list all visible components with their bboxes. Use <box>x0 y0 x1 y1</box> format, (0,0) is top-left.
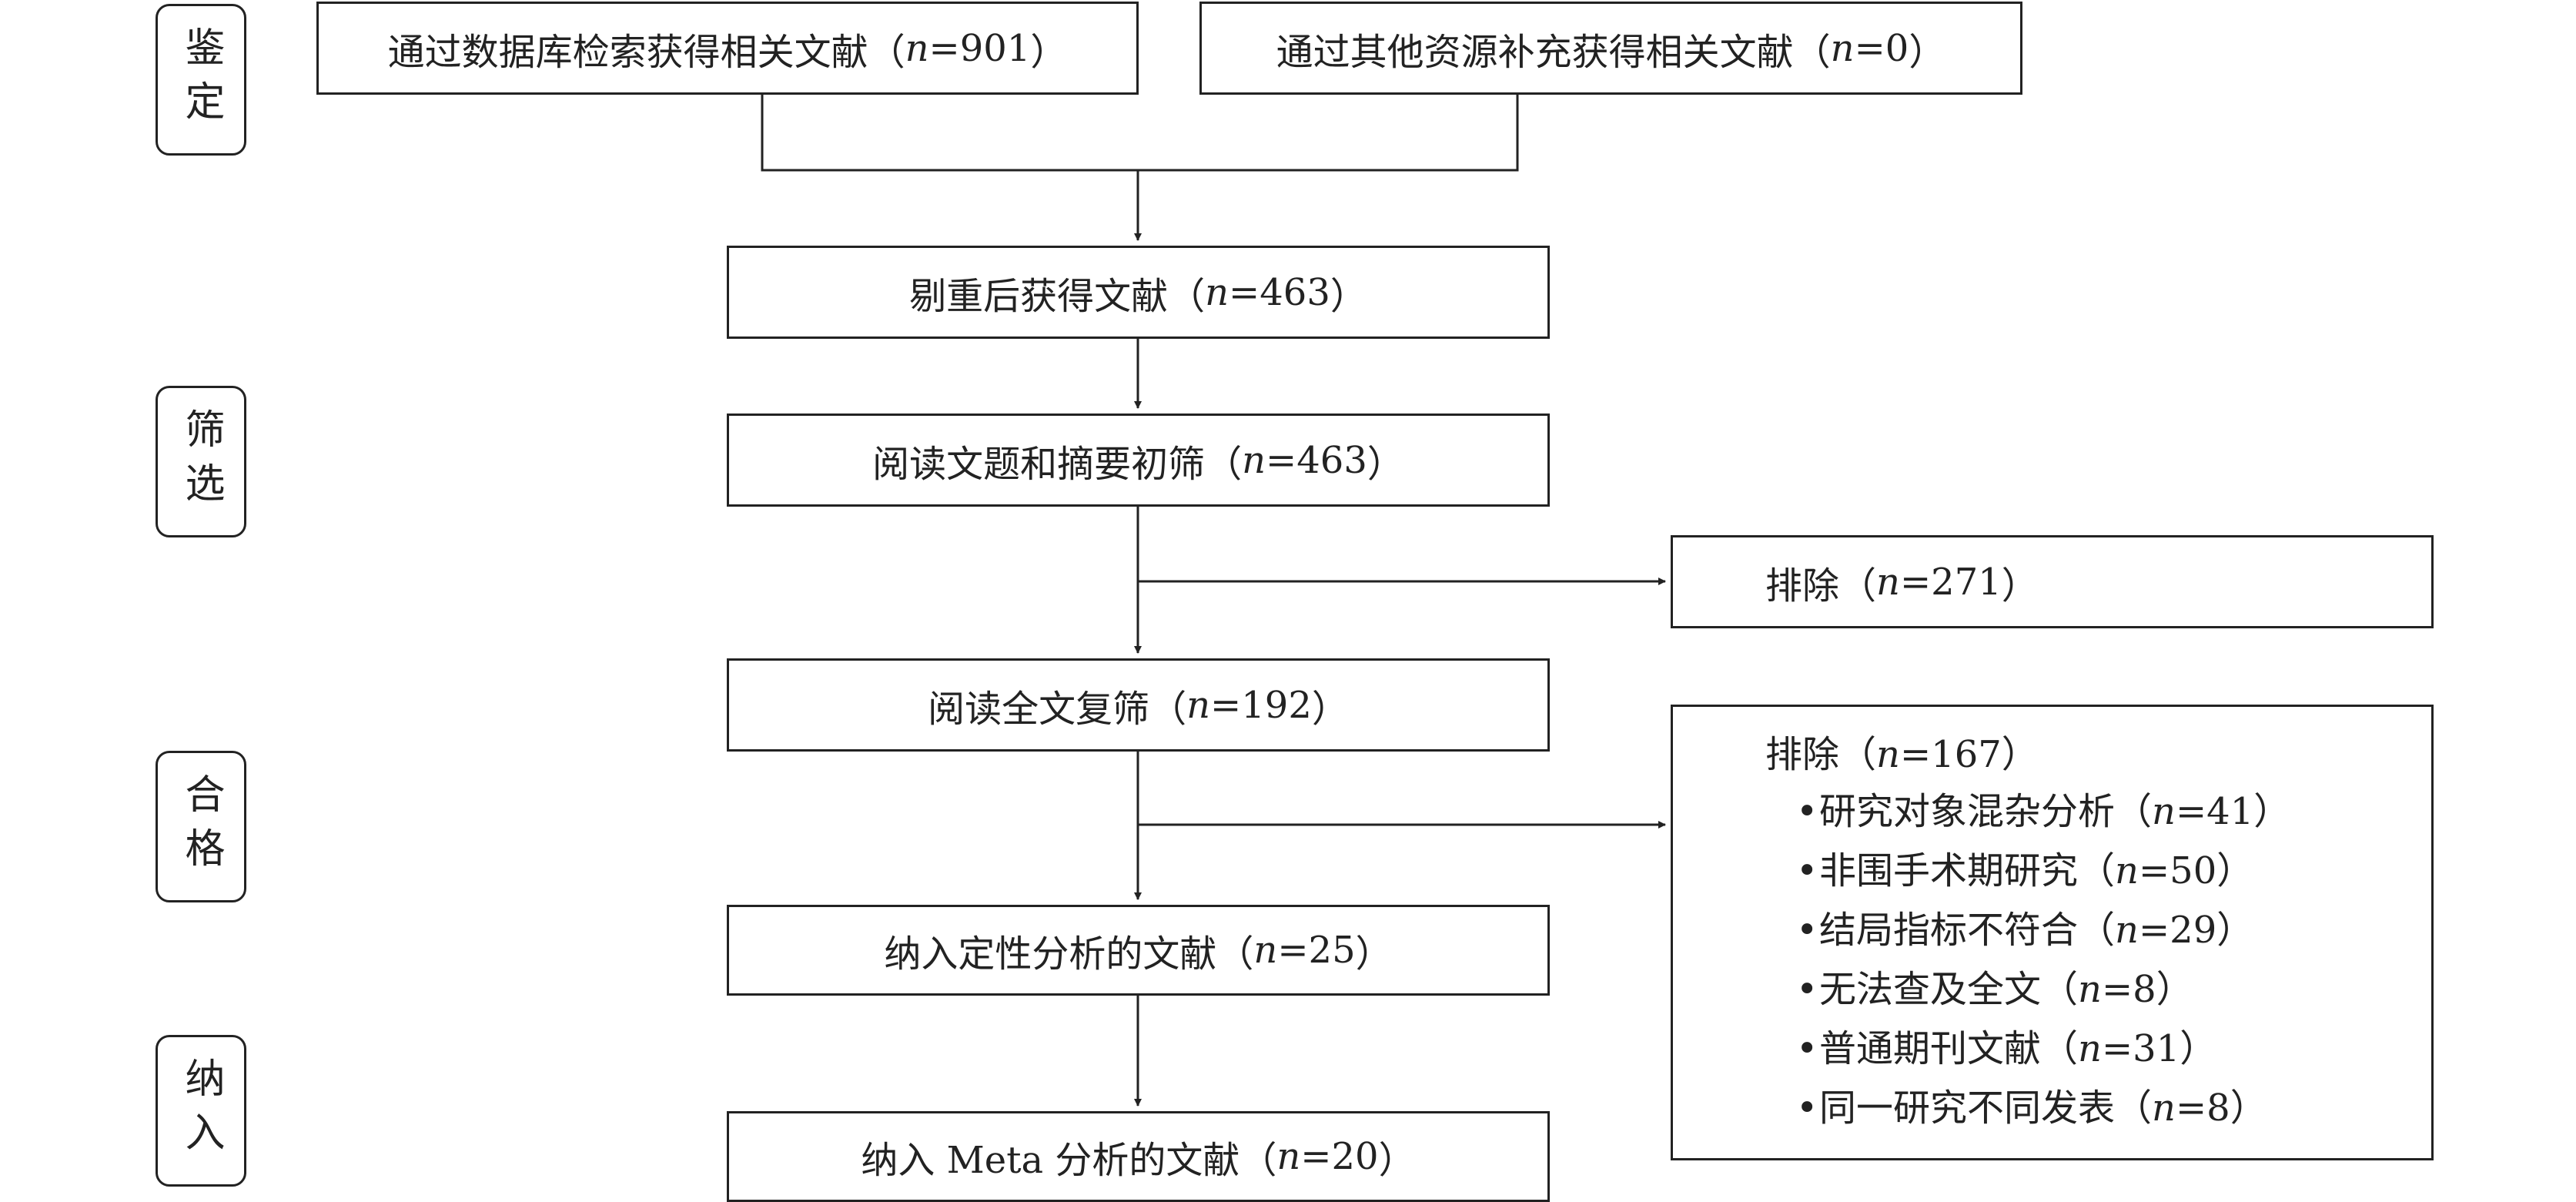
exclusion-reasons-list: 研究对象混杂分析（n=41） 非围手术期研究（n=50） 结局指标不符合（n=2… <box>1796 782 2290 1138</box>
stage-inclusion: 纳入 <box>156 1035 246 1187</box>
database-records-box: 通过数据库检索获得相关文献（n=901） <box>316 2 1139 95</box>
deduplicated-box: 剔重后获得文献（n=463） <box>727 246 1550 339</box>
stage-identification: 鉴定 <box>156 4 246 156</box>
stage-eligibility: 合格 <box>156 751 246 902</box>
exclusion-box-1: 排除（n=271） <box>1671 535 2434 628</box>
list-item: 结局指标不符合（n=29） <box>1796 901 2290 960</box>
list-item: 无法查及全文（n=8） <box>1796 960 2290 1020</box>
qualitative-analysis-box: 纳入定性分析的文献（n=25） <box>727 905 1550 996</box>
other-sources-box: 通过其他资源补充获得相关文献（n=0） <box>1199 2 2022 95</box>
exclusion-box-2: 排除（n=167） 研究对象混杂分析（n=41） 非围手术期研究（n=50） 结… <box>1671 705 2434 1160</box>
merge-connector <box>761 94 1519 172</box>
list-item: 非围手术期研究（n=50） <box>1796 842 2290 901</box>
list-item: 普通期刊文献（n=31） <box>1796 1020 2290 1079</box>
meta-analysis-box: 纳入 Meta 分析的文献（n=20） <box>727 1111 1550 1202</box>
stage-screening: 筛选 <box>156 386 246 537</box>
title-abstract-screen-box: 阅读文题和摘要初筛（n=463） <box>727 414 1550 507</box>
list-item: 同一研究不同发表（n=8） <box>1796 1079 2290 1138</box>
exclusion-2-title: 排除（n=167） <box>1765 733 2039 776</box>
fulltext-screen-box: 阅读全文复筛（n=192） <box>727 658 1550 752</box>
list-item: 研究对象混杂分析（n=41） <box>1796 782 2290 842</box>
